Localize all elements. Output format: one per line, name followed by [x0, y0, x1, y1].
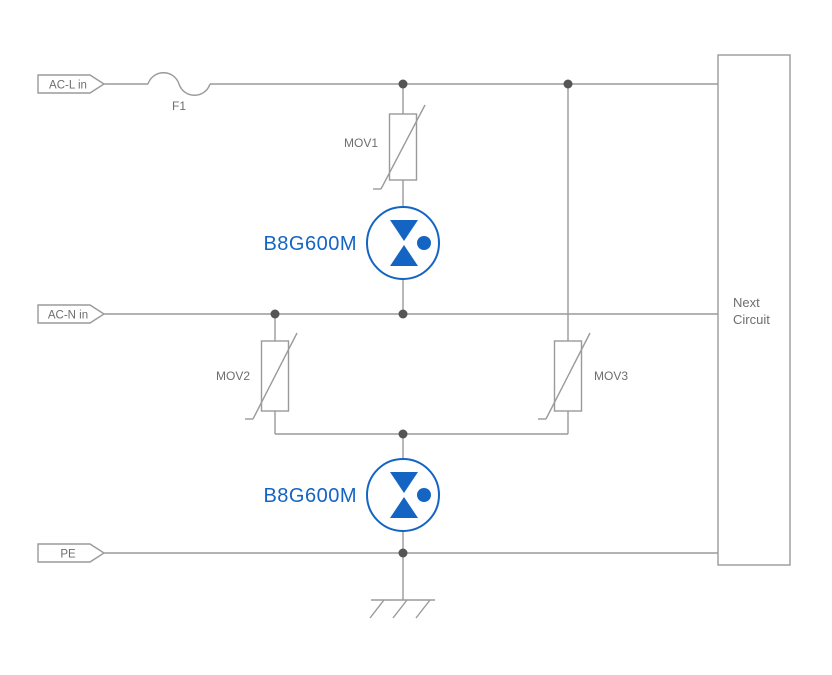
- port-pe: PE: [37, 543, 106, 563]
- next-circuit-label-line2: Circuit: [733, 312, 770, 327]
- junction-dot: [563, 79, 573, 89]
- mov1-diagonal: [380, 104, 426, 190]
- varistor-mov3: MOV3: [538, 332, 628, 420]
- junction-dot: [398, 309, 408, 319]
- ground-hatch-1: [369, 599, 385, 619]
- port-ac-l: AC-L in: [37, 74, 106, 94]
- gdt2-circle: [366, 458, 440, 532]
- next-circuit-label-line1: Next: [733, 295, 760, 310]
- mov3-label: MOV3: [594, 369, 628, 383]
- fuse-icon: [147, 72, 211, 96]
- next-circuit-block: Next Circuit: [717, 54, 791, 566]
- gdt1-symbol: B8G600M: [263, 206, 440, 280]
- port-pe-label: PE: [60, 549, 76, 561]
- junction-dot: [398, 548, 408, 558]
- gdt1-part-number: B8G600M: [263, 233, 357, 255]
- mov2-label: MOV2: [216, 369, 250, 383]
- port-tag-shape: [37, 304, 106, 324]
- varistor-mov1: MOV1: [344, 104, 426, 190]
- gdt1-triangle-up-icon: [390, 245, 418, 266]
- next-circuit-box: [717, 54, 791, 566]
- port-ac-l-label: AC-L in: [49, 80, 87, 92]
- gdt1-dot-icon: [417, 236, 431, 250]
- gdt1-triangle-down-icon: [390, 220, 418, 241]
- gdt2-part-number: B8G600M: [263, 485, 357, 507]
- port-ac-n-label: AC-N in: [48, 310, 88, 322]
- varistor-mov2: MOV2: [216, 332, 298, 420]
- mov3-diagonal: [545, 332, 591, 420]
- gdt2-dot-icon: [417, 488, 431, 502]
- port-tag-shape: [37, 74, 106, 94]
- junction-dot: [398, 429, 408, 439]
- gdt2-triangle-up-icon: [390, 497, 418, 518]
- fuse-f1: F1: [147, 72, 211, 113]
- junction-dot: [270, 309, 280, 319]
- gdt2-triangle-down-icon: [390, 472, 418, 493]
- ground-hatch-3: [415, 599, 431, 619]
- gdt1-circle: [366, 206, 440, 280]
- port-tag-shape: [37, 543, 106, 563]
- mov2-diagonal: [252, 332, 298, 420]
- junction-dot: [398, 79, 408, 89]
- ground-symbol: [369, 599, 435, 619]
- fuse-label: F1: [172, 99, 186, 113]
- port-ac-n: AC-N in: [37, 304, 106, 324]
- ground-hatch-2: [392, 599, 408, 619]
- gdt2-symbol: B8G600M: [263, 458, 440, 532]
- mov1-label: MOV1: [344, 136, 378, 150]
